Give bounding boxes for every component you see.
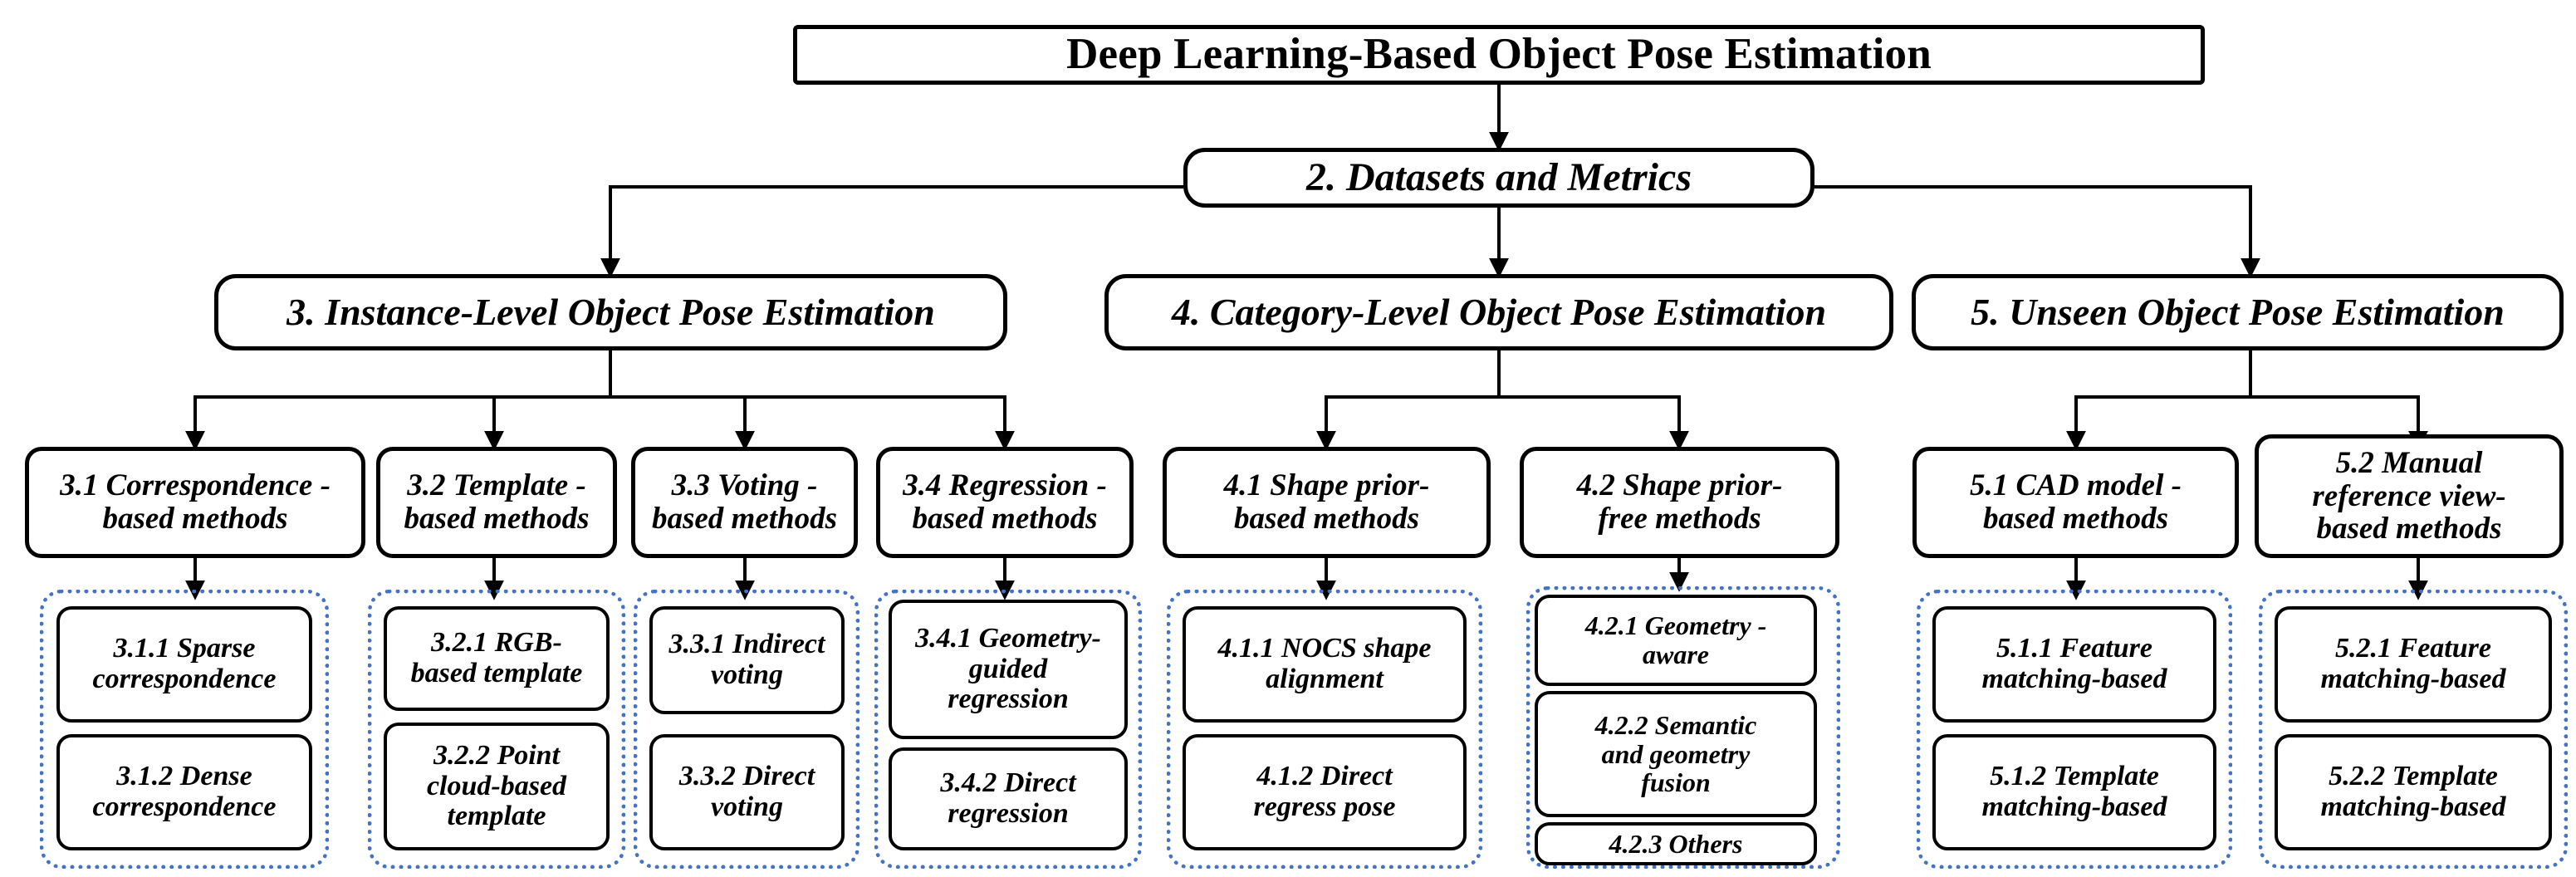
node-datasets-and-metrics-label: 2. Datasets and Metrics [1305, 155, 1692, 200]
node-3-3-voting-based[interactable]: 3.3 Voting -based methods [631, 447, 858, 558]
node-3-1-correspondence-based[interactable]: 3.1 Correspondence -based methods [25, 447, 365, 558]
node-5-1-cad-model-based[interactable]: 5.1 CAD model -based methods [1912, 447, 2239, 558]
node-4-2-shape-prior-free[interactable]: 4.2 Shape prior-free methods [1520, 447, 1839, 558]
node-5-1-label: 5.1 CAD model -based methods [1970, 468, 2182, 536]
group-3-1 [40, 590, 329, 869]
node-instance-level[interactable]: 3. Instance-Level Object Pose Estimation [214, 274, 1007, 350]
node-4-2-3-others[interactable]: 4.2.3 Others [1535, 822, 1817, 865]
node-3-3-label: 3.3 Voting -based methods [651, 468, 838, 536]
node-3-4-regression-based[interactable]: 3.4 Regression -based methods [876, 447, 1134, 558]
node-4-1-label: 4.1 Shape prior-based methods [1223, 468, 1430, 536]
node-3-2-label: 3.2 Template -based methods [404, 468, 590, 536]
node-4-2-3-label: 4.2.3 Others [1609, 828, 1743, 859]
node-4-2-label: 4.2 Shape prior-free methods [1576, 468, 1783, 536]
node-datasets-and-metrics[interactable]: 2. Datasets and Metrics [1183, 148, 1814, 208]
node-3-2-template-based[interactable]: 3.2 Template -based methods [376, 447, 617, 558]
node-instance-level-label: 3. Instance-Level Object Pose Estimation [286, 291, 935, 334]
node-3-2-1-rgb-based-template[interactable]: 3.2.1 RGB-based template [384, 606, 610, 711]
node-4-2-1-label: 4.2.1 Geometry -aware [1584, 610, 1767, 669]
node-3-2-1-label: 3.2.1 RGB-based template [410, 627, 583, 688]
node-category-level[interactable]: 4. Category-Level Object Pose Estimation [1104, 274, 1893, 350]
node-category-level-label: 4. Category-Level Object Pose Estimation [1171, 291, 1827, 334]
node-3-4-label: 3.4 Regression -based methods [903, 468, 1107, 536]
node-unseen-object[interactable]: 5. Unseen Object Pose Estimation [1912, 274, 2564, 350]
node-4-2-1-geometry-aware[interactable]: 4.2.1 Geometry -aware [1535, 595, 1817, 686]
node-unseen-object-label: 5. Unseen Object Pose Estimation [1971, 291, 2505, 334]
node-4-1-shape-prior-based[interactable]: 4.1 Shape prior-based methods [1163, 447, 1491, 558]
node-root[interactable]: Deep Learning-Based Object Pose Estimati… [793, 25, 2205, 85]
node-root-label: Deep Learning-Based Object Pose Estimati… [1066, 30, 1932, 79]
node-3-1-label: 3.1 Correspondence -based methods [60, 468, 331, 536]
